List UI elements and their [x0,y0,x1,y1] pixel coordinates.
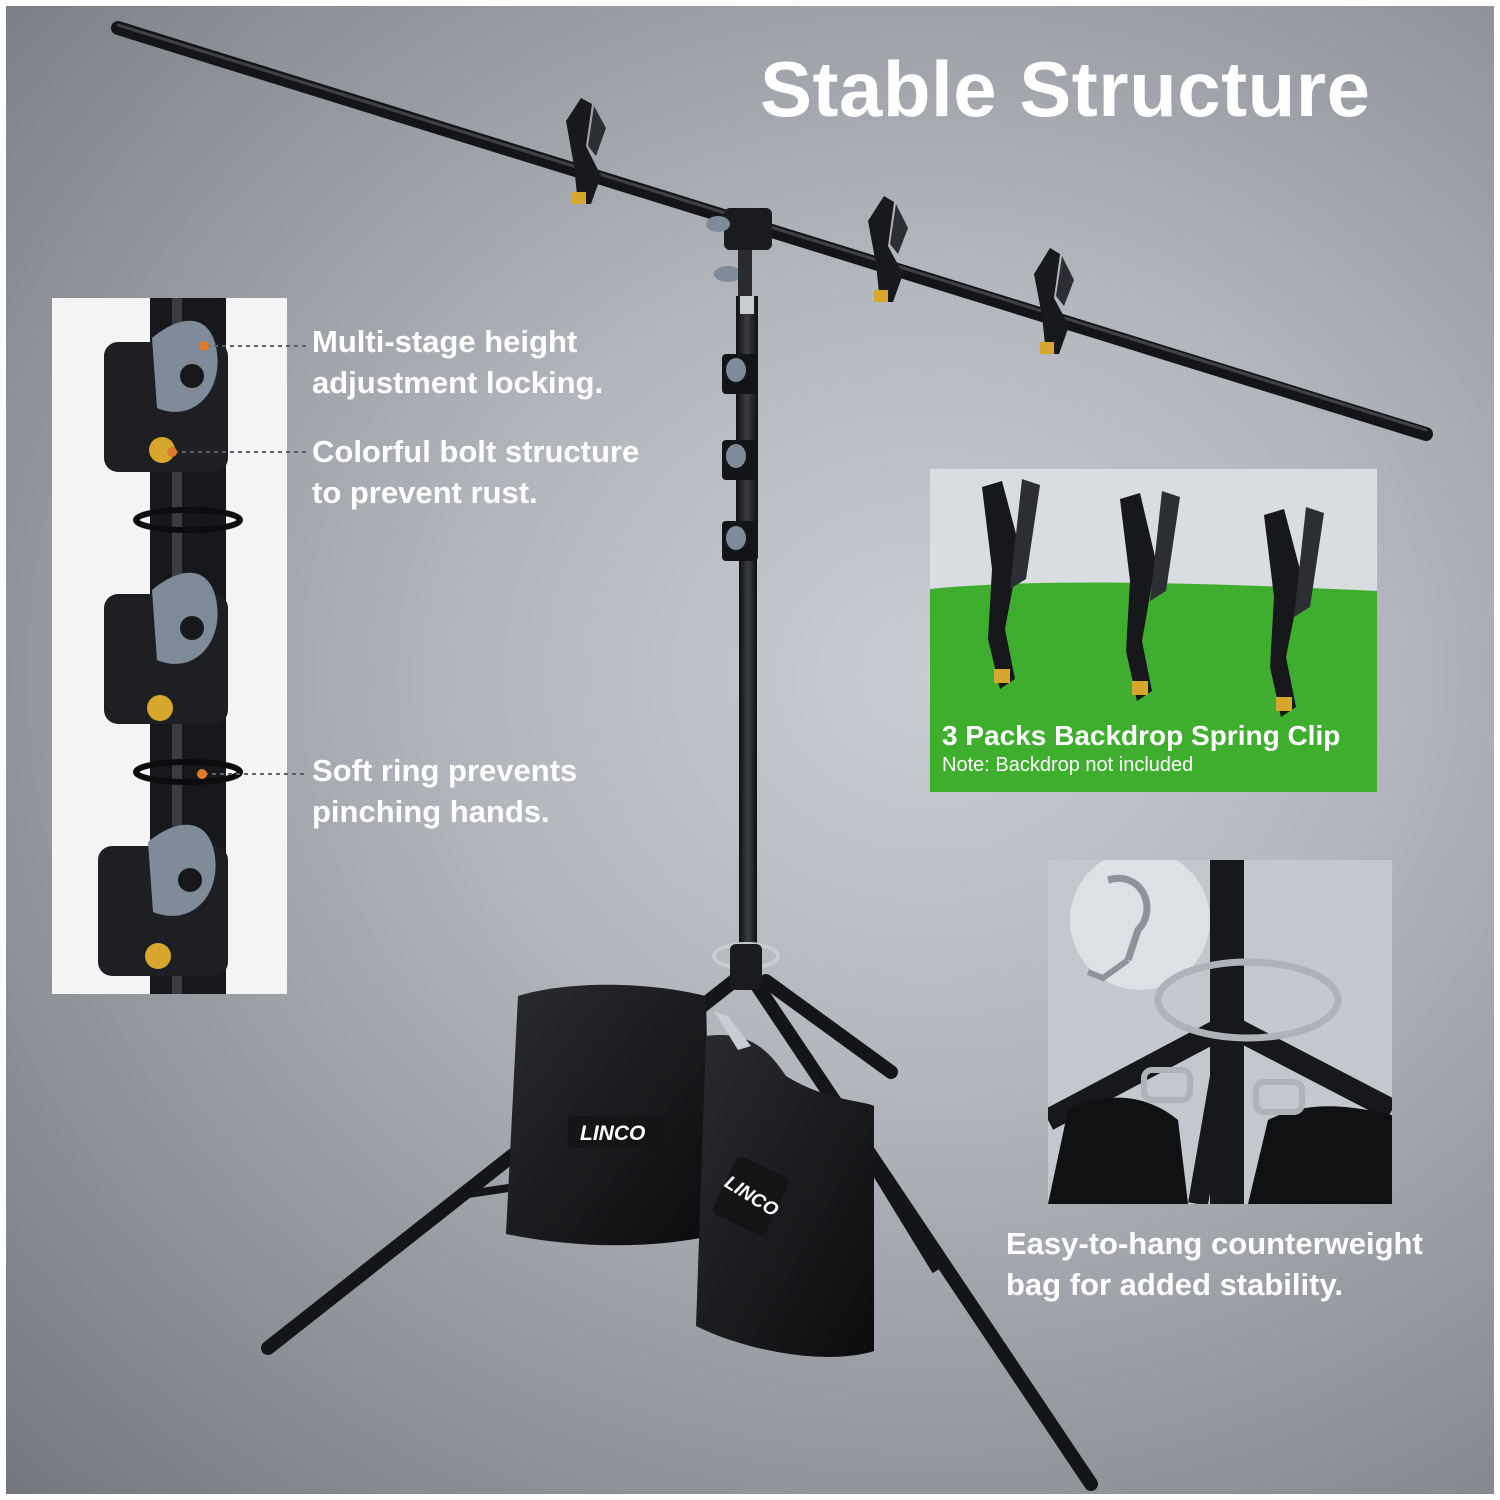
height-lock-knob [722,440,758,480]
spring-clip-image [930,469,1377,792]
spring-clip-icon [982,479,1040,689]
counterweight-detail-panel [1048,860,1392,1204]
backdrop-stand-illustration: LINCO LINCO [111,21,1433,1491]
callout-line: adjustment locking. [312,365,604,400]
sandbag: LINCO [506,984,711,1246]
knob-icon [104,572,228,724]
counterweight-line: bag for added stability. [1006,1267,1344,1302]
sandbag: LINCO [696,1011,874,1357]
counterweight-line: Easy-to-hang counterweight [1006,1226,1423,1261]
callout-line: Multi-stage height [312,324,578,359]
callout-bolt: Colorful bolt structure to prevent rust. [312,431,639,513]
spring-clip-icon [1264,507,1324,717]
sandbag-brand-label: LINCO [580,1122,645,1145]
callout-ring: Soft ring prevents pinching hands. [312,750,577,832]
crossbar-clip [868,196,908,302]
crossbar-clip [1034,248,1074,354]
soft-ring [133,759,243,785]
crossbar-clamp [706,208,772,310]
knob-icon [98,824,228,976]
product-image: LINCO LINCO Stable Structure [6,6,1494,1494]
height-lock-knob [722,521,758,561]
callout-line: to prevent rust. [312,475,538,510]
knob-detail-image [98,298,243,994]
soft-ring [133,507,243,533]
page-title: Stable Structure [760,45,1371,133]
hook-icon [1086,874,1151,982]
clip-caption: 3 Packs Backdrop Spring Clip Note: Backd… [942,719,1340,777]
spring-clip-icon [1120,491,1180,701]
spring-clip-panel: 3 Packs Backdrop Spring Clip Note: Backd… [930,469,1377,792]
counterweight-caption: Easy-to-hang counterweight bag for added… [1006,1223,1423,1305]
center-column [736,296,758,971]
callout-line: pinching hands. [312,794,550,829]
knob-detail-panel [52,298,287,994]
crossbar-clip [566,98,606,204]
height-lock-knob [722,354,758,394]
clip-caption-note: Note: Backdrop not included [942,754,1194,776]
callout-line: Colorful bolt structure [312,434,640,469]
callout-height-lock: Multi-stage height adjustment locking. [312,321,603,403]
clip-caption-title: 3 Packs Backdrop Spring Clip [942,720,1341,751]
callout-line: Soft ring prevents [312,753,578,788]
knob-icon [104,320,228,472]
counterweight-detail-image [1048,860,1392,1204]
